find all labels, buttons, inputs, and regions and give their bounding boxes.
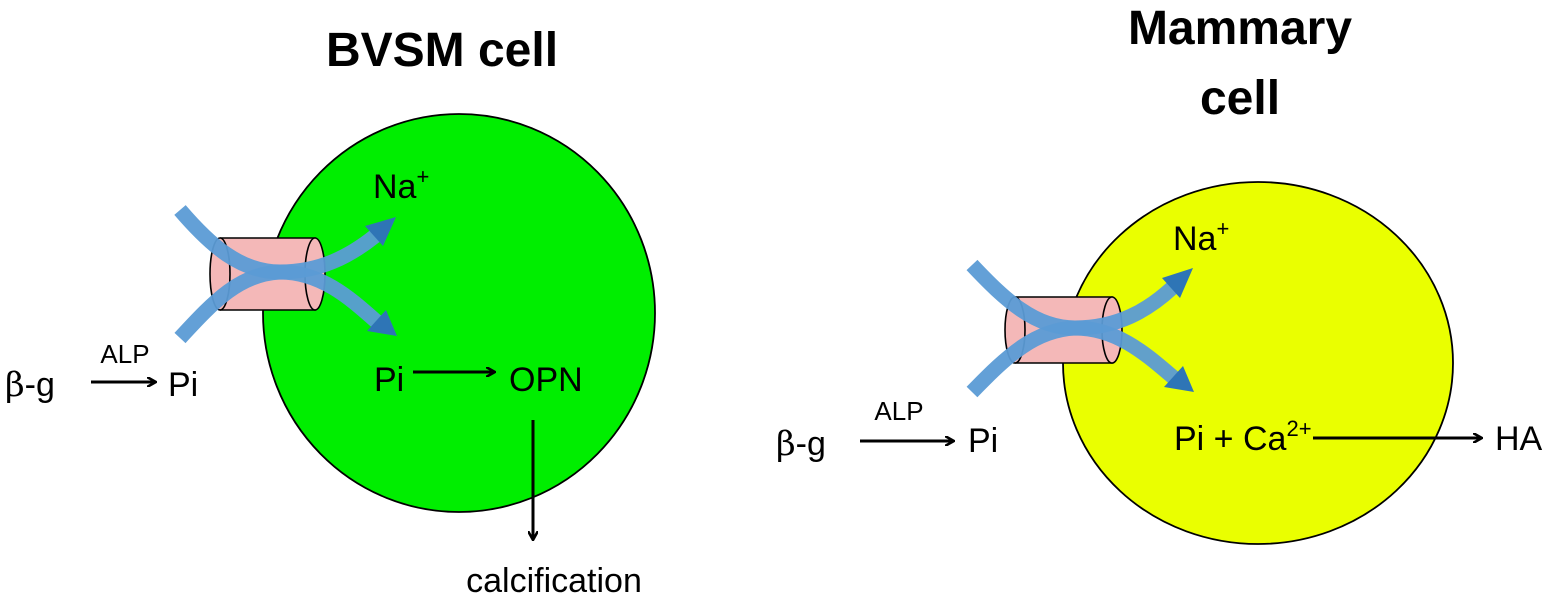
mammary-na-label: Na+ — [1173, 216, 1229, 258]
bvsm-beta-g: β-g — [5, 365, 55, 405]
mammary-panel: Mammary cell Na+ Pi + Ca2+ HA β-g ALP Pi — [776, 2, 1543, 545]
mammary-beta-g: β-g — [776, 424, 826, 464]
mammary-title-line2: cell — [1200, 72, 1280, 125]
mammary-ha: HA — [1495, 420, 1543, 458]
mammary-pi-transport-arrow — [966, 320, 1194, 398]
bvsm-na-label: Na+ — [373, 164, 429, 206]
bvsm-pi-outside: Pi — [168, 366, 198, 404]
mammary-pi-ca: Pi + Ca2+ — [1174, 416, 1312, 458]
bvsm-calcification: calcification — [466, 562, 642, 600]
mammary-alp: ALP — [874, 396, 923, 426]
mammary-title-line1: Mammary — [1128, 2, 1352, 55]
bvsm-alp: ALP — [100, 339, 149, 369]
bvsm-pi-inside: Pi — [374, 361, 404, 399]
mammary-cell — [1062, 181, 1454, 545]
bvsm-pi-transport-arrow — [174, 264, 397, 344]
bvsm-opn: OPN — [509, 361, 583, 399]
mammary-pi-outside: Pi — [968, 422, 998, 460]
bvsm-panel: BVSM cell Na+ Pi OPN calcification β-g A… — [5, 24, 656, 600]
bvsm-title: BVSM cell — [326, 24, 558, 77]
bvsm-cell — [262, 113, 656, 513]
